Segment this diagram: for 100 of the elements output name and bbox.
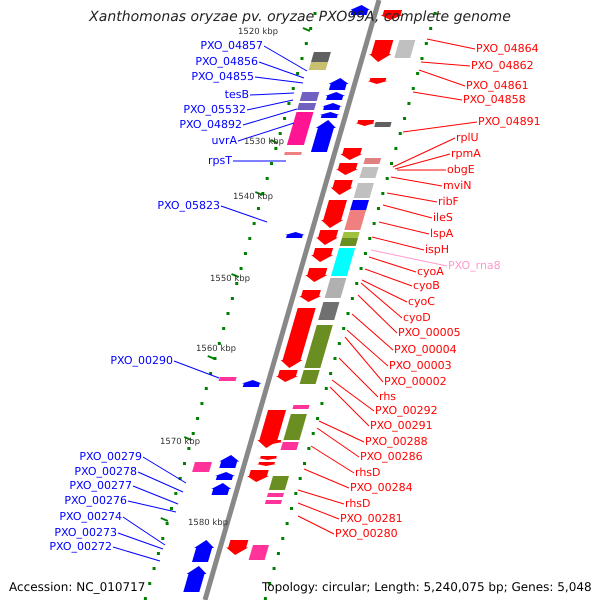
leader-line <box>220 206 268 222</box>
gene-label: mviN <box>443 179 472 193</box>
gene-label: rpsT <box>208 154 232 168</box>
gene-label: cyoB <box>413 279 440 293</box>
leader-line <box>122 516 166 546</box>
gene-label: PXO_04862 <box>471 59 534 73</box>
leader-line <box>338 358 378 398</box>
leader-line <box>402 122 478 132</box>
gene-label: PXO_00291 <box>370 419 433 433</box>
leader-line <box>310 446 354 474</box>
scale-label: 1540 kbp <box>233 192 274 202</box>
gene-label: PXO_rna8 <box>448 259 501 273</box>
leader-line <box>316 428 360 458</box>
gene-label: PXO_00284 <box>350 481 413 495</box>
leader-line <box>254 76 304 84</box>
leader-line <box>390 176 442 186</box>
leader-line <box>378 222 430 234</box>
gene-label: PXO_00288 <box>365 435 428 449</box>
gene-label: PXO_00273 <box>54 526 117 540</box>
leader-line <box>392 138 456 168</box>
gene-label: cyoD <box>403 311 431 325</box>
gene-label: PXO_00286 <box>360 450 423 464</box>
gene-label: rhsD <box>355 466 381 480</box>
gene-label: obgE <box>447 163 475 177</box>
leader-line <box>142 456 186 484</box>
footer-text: Topology: circular; Length: 5,240,075 bp; Genes: 5,048 <box>262 580 592 594</box>
gene-label: rhs <box>379 390 396 404</box>
gene-label: PXO_00280 <box>335 527 398 541</box>
leader-line <box>298 516 334 534</box>
leader-line <box>344 336 384 382</box>
gene-label: tesB <box>224 88 249 102</box>
leader-line <box>362 280 408 302</box>
leader-line <box>426 38 476 50</box>
leader-line <box>346 330 388 366</box>
gene-label: rpmA <box>451 147 481 161</box>
leader-line <box>368 256 416 272</box>
gene-label: PXO_00003 <box>389 359 452 373</box>
leader-line <box>360 282 402 318</box>
gene-label: PXO_00277 <box>69 479 132 493</box>
leader-line <box>382 204 432 218</box>
gene-label: PXO_00278 <box>74 465 137 479</box>
gene-label: PXO_00279 <box>79 450 142 464</box>
leader-line <box>418 70 466 86</box>
leader-line <box>132 486 178 504</box>
title: Xanthomonas oryzae pv. oryzae PXO99A, complete genome <box>88 10 512 24</box>
leader-line <box>264 46 308 72</box>
gene-label: PXO_00290 <box>110 354 173 368</box>
leader-line <box>242 108 298 126</box>
gene-label: cyoC <box>408 295 435 309</box>
leader-line <box>332 380 374 412</box>
gene-label: PXO_04861 <box>466 79 529 93</box>
leader-line <box>304 468 350 488</box>
gene-label: rplU <box>456 131 479 145</box>
gene-label: PXO_04856 <box>195 55 258 69</box>
leader-line <box>372 236 424 250</box>
gene-label: PXO_00281 <box>340 512 403 526</box>
gene-label: PXO_00272 <box>49 540 112 554</box>
leader-line <box>232 160 286 162</box>
gene-label: lspA <box>430 227 454 241</box>
leader-line <box>352 314 394 350</box>
gene-label: PXO_00004 <box>394 343 457 357</box>
scale-label: 1560 kbp <box>196 344 236 354</box>
leader-line <box>258 62 304 78</box>
leader-line <box>330 386 370 426</box>
gene-label: PXO_04891 <box>478 115 541 129</box>
leader-line <box>386 192 438 202</box>
gene-label: PXO_04892 <box>179 118 242 132</box>
gene-label: PXO_00005 <box>398 326 461 340</box>
gene-label: ribF <box>438 195 459 209</box>
gene-label: PXO_00276 <box>64 494 127 508</box>
gene-label: PXO_04857 <box>200 39 263 53</box>
leader-line <box>128 500 176 512</box>
scale-label: 1530 kbp <box>244 137 284 147</box>
gene-label: ileS <box>433 211 453 225</box>
leader-line <box>412 92 462 100</box>
leader-line <box>318 420 364 442</box>
leader-line <box>364 268 412 286</box>
leader-line <box>394 154 450 170</box>
leader-line <box>250 92 294 96</box>
leader-line <box>238 122 294 142</box>
gene-label: PXO_04858 <box>463 93 526 107</box>
gene-label: PXO_00274 <box>59 510 122 524</box>
leader-line <box>138 472 184 492</box>
leader-line <box>118 532 164 550</box>
scale-label: 1550 kbp <box>210 274 250 284</box>
leader-line <box>370 250 448 266</box>
gene-label: PXO_05823 <box>157 199 220 213</box>
leader-line <box>298 490 344 504</box>
leader-line <box>112 546 160 562</box>
gene-label: PXO_04855 <box>191 70 254 84</box>
gene-label: PXO_00002 <box>384 375 447 389</box>
gene-label: PXO_04864 <box>476 42 539 56</box>
footer-text: Accession: NC_010717 <box>9 580 146 594</box>
gene-label: ispH <box>425 243 450 257</box>
gene-label: cyoA <box>417 265 444 279</box>
gene-label: rhsD <box>345 497 371 511</box>
leader-line <box>174 360 220 378</box>
leader-line <box>420 62 470 66</box>
gene-label: uvrA <box>211 134 237 148</box>
leader-line <box>246 100 294 110</box>
